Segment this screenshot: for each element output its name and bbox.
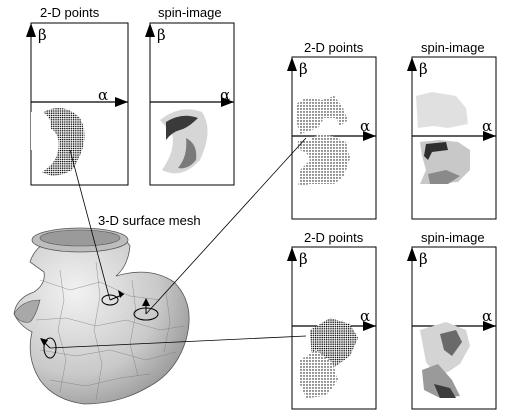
alpha-label-top-left-spin: α [220, 86, 231, 104]
beta-label-top-left-spin: β [157, 26, 166, 44]
beta-label-right-top-spin: β [419, 60, 428, 78]
alpha-label-right-bottom: α [360, 307, 371, 325]
beta-label-right-bottom: β [299, 250, 308, 268]
beta-label-top-left: β [38, 26, 47, 44]
beta-label-right-top: β [299, 60, 308, 78]
connector-lines [49, 137, 307, 349]
right-bottom-points-title: 2-D points [304, 230, 364, 245]
duck-surface-mesh [13, 227, 190, 405]
alpha-label-right-top-spin: α [482, 117, 493, 135]
panel-right-bottom-points [287, 246, 377, 410]
alpha-label-right-bottom-spin: α [482, 307, 493, 325]
alpha-label-top-left: α [98, 86, 109, 104]
top-left-points-title: 2-D points [40, 5, 100, 20]
right-top-spin-title: spin-image [421, 40, 485, 55]
alpha-label-right-top: α [360, 117, 371, 135]
mesh-label: 3-D surface mesh [98, 213, 201, 228]
panel-right-top-points [287, 56, 377, 220]
panel-right-bottom-spin [407, 246, 497, 410]
beta-label-right-bottom-spin: β [419, 250, 428, 268]
panel-top-left-points [26, 22, 129, 186]
panel-right-top-spin [407, 56, 497, 220]
panel-top-left-spin [145, 22, 235, 186]
top-left-spin-title: spin-image [158, 5, 222, 20]
right-top-points-title: 2-D points [304, 40, 364, 55]
right-bottom-spin-title: spin-image [421, 230, 485, 245]
